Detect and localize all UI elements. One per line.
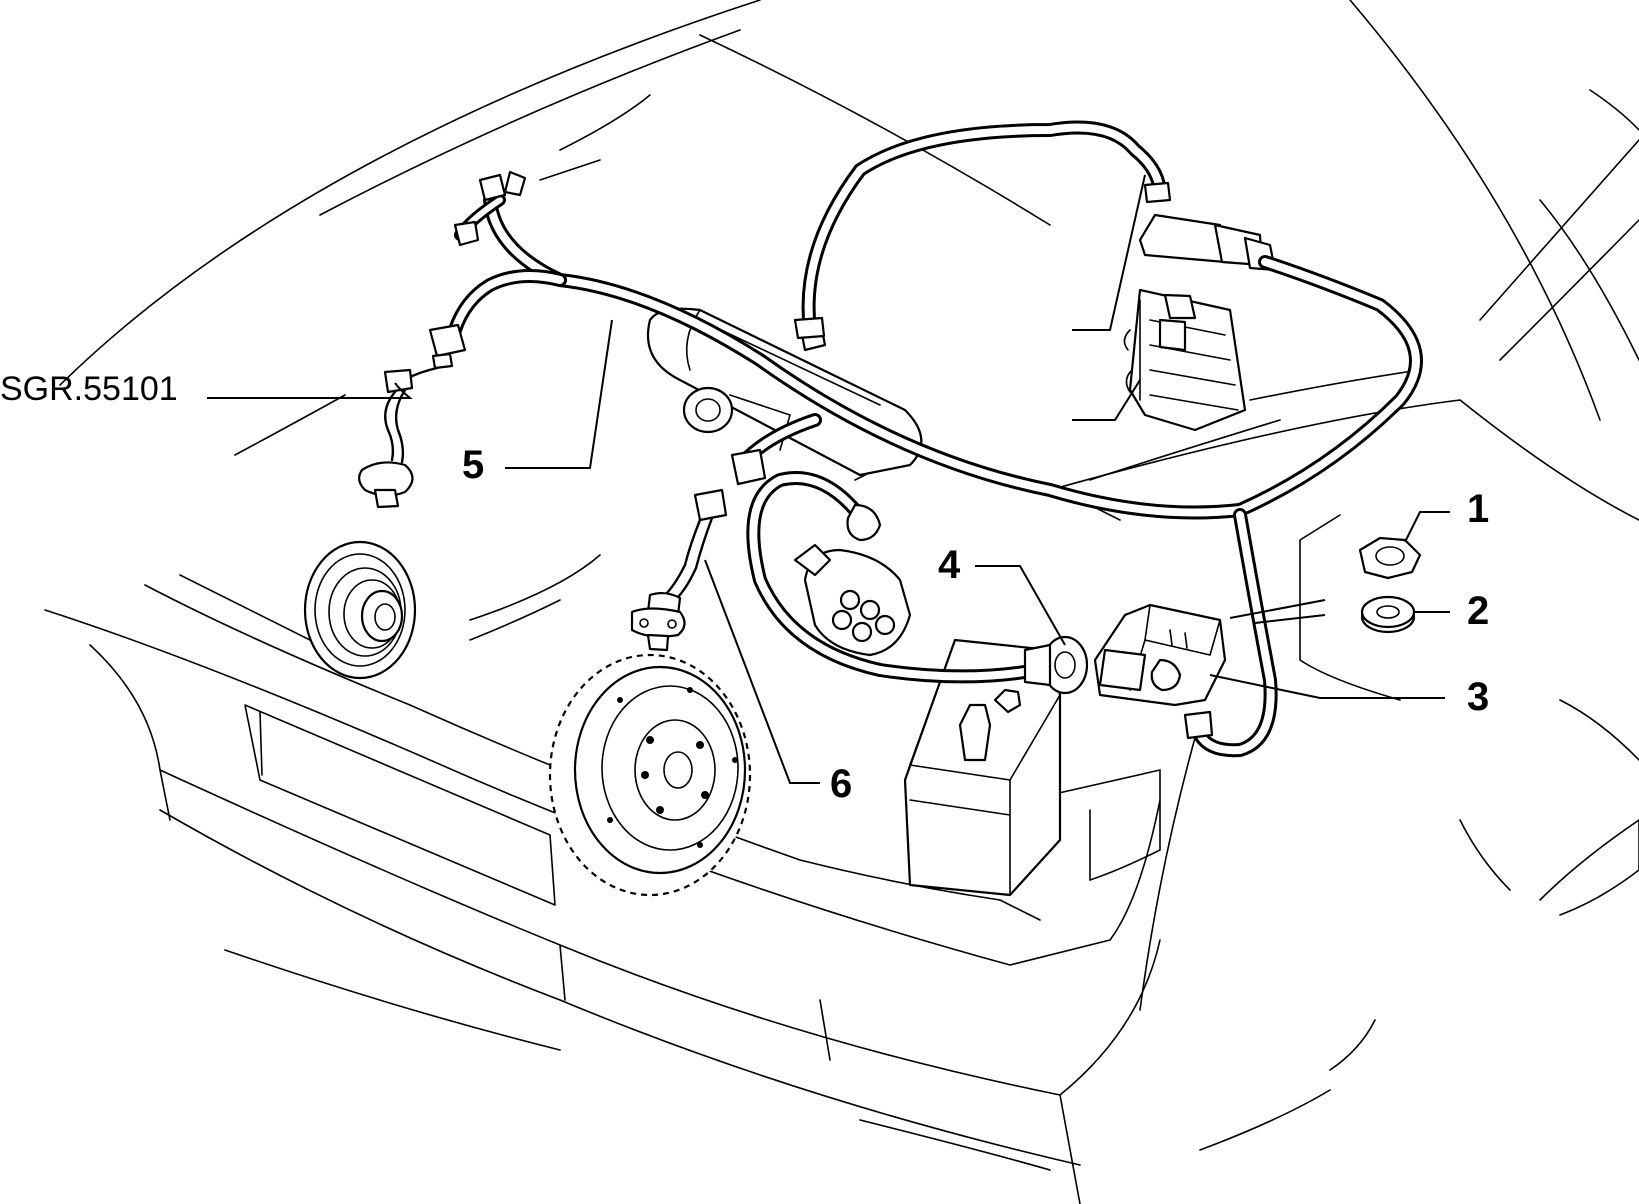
flywheel (548, 653, 752, 897)
callout-labels: SGR.55101 1 2 3 4 5 6 (0, 370, 1489, 806)
coil-connector (846, 503, 1089, 695)
callout-2: 2 (1467, 589, 1489, 633)
leader-lines (207, 174, 1450, 784)
wiring-harness (448, 120, 1423, 758)
oxygen-sensor (358, 323, 467, 509)
crankshaft-pulley (303, 540, 417, 680)
nut-and-washer (1358, 536, 1422, 634)
callout-6: 6 (830, 762, 852, 806)
battery (903, 638, 1062, 897)
callout-3: 3 (1467, 675, 1489, 719)
intake-manifold (646, 307, 923, 477)
callout-1: 1 (1467, 487, 1489, 531)
callout-5: 5 (462, 443, 484, 487)
ignition-module (1093, 603, 1227, 740)
callout-4: 4 (938, 543, 961, 587)
engine-control-unit (1123, 288, 1247, 432)
crankshaft-sensor (630, 448, 767, 652)
distributor (793, 543, 912, 657)
main-harness-connector (1138, 213, 1277, 272)
drawing-code-label: SGR.55101 (0, 370, 178, 408)
harness-clips (453, 170, 1172, 340)
